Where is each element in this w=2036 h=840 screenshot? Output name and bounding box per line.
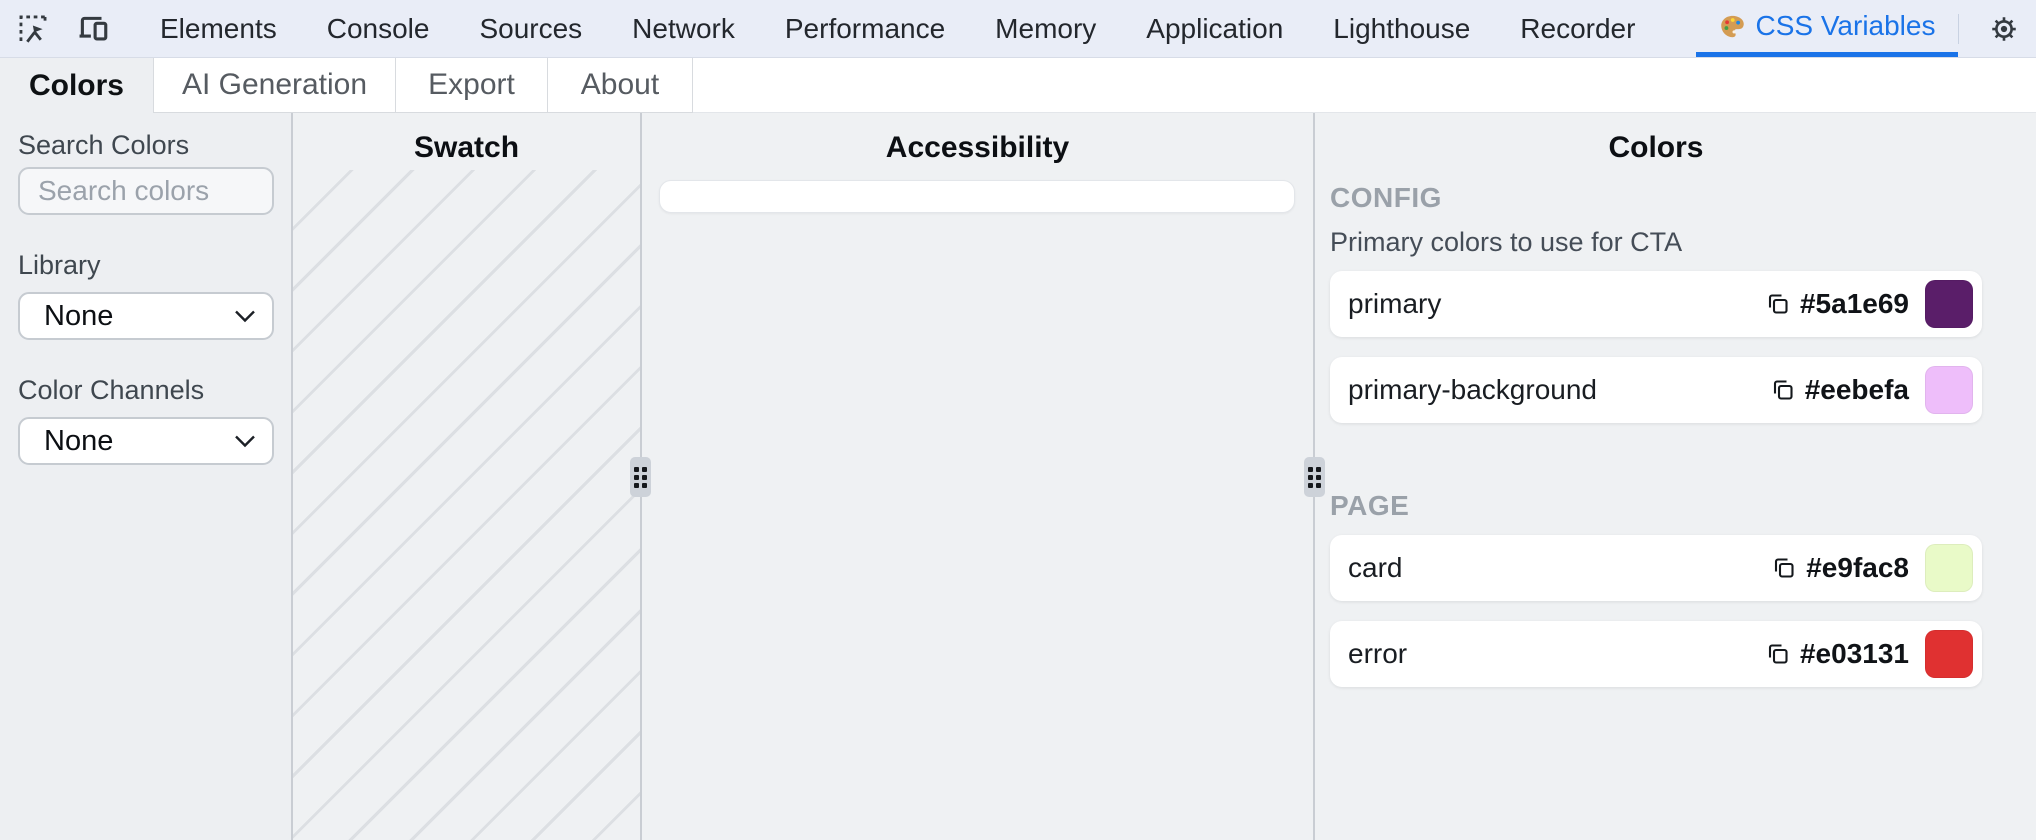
color-swatch[interactable]: [1925, 544, 1973, 592]
accessibility-pane-title: Accessibility: [885, 131, 1070, 164]
color-swatch[interactable]: [1925, 366, 1973, 414]
copy-icon[interactable]: [1766, 641, 1790, 667]
search-input[interactable]: [18, 167, 274, 215]
subtab-ai-generation[interactable]: AI Generation: [154, 58, 396, 113]
devtools-toolbar: Elements Console Sources Network Perform…: [0, 0, 2036, 58]
palette-icon: [1719, 13, 1746, 40]
section-description: Primary colors to use for CTA: [1330, 227, 1683, 257]
swatch-pane-title: Swatch: [413, 131, 520, 164]
tab-network[interactable]: Network: [632, 12, 735, 44]
tab-application[interactable]: Application: [1146, 12, 1284, 44]
section-heading-page: PAGE: [1330, 490, 1410, 521]
tab-memory[interactable]: Memory: [995, 12, 1097, 44]
accessibility-pane: Accessibility: [642, 113, 1313, 840]
tab-lighthouse[interactable]: Lighthouse: [1333, 12, 1471, 44]
copy-icon[interactable]: [1772, 555, 1796, 581]
device-toolbar-icon[interactable]: [74, 10, 112, 48]
color-hex-value: #5a1e69: [1799, 288, 1909, 319]
color-name: primary: [1348, 288, 1442, 319]
subtab-export[interactable]: Export: [396, 58, 548, 113]
tab-css-variables[interactable]: CSS Variables: [1696, 0, 1959, 57]
toolbar-separator: [1958, 13, 1960, 44]
color-row-card: card #e9fac8: [1330, 535, 1982, 601]
swatch-empty-area: [293, 170, 640, 840]
tab-sources[interactable]: Sources: [479, 12, 583, 44]
colors-pane: Colors CONFIG Primary colors to use for …: [1315, 113, 2036, 840]
color-swatch[interactable]: [1925, 280, 1973, 328]
tab-elements[interactable]: Elements: [160, 12, 277, 44]
extension-subtab-bar: Colors AI Generation Export About: [0, 58, 2036, 113]
color-row-error: error #e03131: [1330, 621, 1982, 687]
color-channels-label: Color Channels: [18, 375, 205, 405]
color-channels-select[interactable]: None: [18, 417, 274, 465]
pane-resize-handle[interactable]: [630, 457, 651, 497]
library-select-value: None: [44, 299, 114, 332]
color-channels-select-value: None: [44, 424, 114, 457]
accessibility-contrast-bar: [659, 180, 1295, 213]
library-label: Library: [18, 250, 101, 280]
color-row-primary: primary #5a1e69: [1330, 271, 1982, 337]
active-tab-label: CSS Variables: [1755, 10, 1936, 41]
tab-performance[interactable]: Performance: [784, 12, 946, 44]
gear-icon[interactable]: [1985, 10, 2023, 48]
subtab-colors[interactable]: Colors: [0, 58, 154, 113]
color-hex-value: #e9fac8: [1806, 552, 1909, 583]
color-row-primary-background: primary-background #eebefa: [1330, 357, 1982, 423]
chevron-down-icon: [235, 435, 255, 448]
swatch-pane: Swatch: [293, 113, 640, 840]
chevron-down-icon: [235, 310, 255, 323]
tab-recorder[interactable]: Recorder: [1520, 12, 1636, 44]
library-select[interactable]: None: [18, 292, 274, 340]
subtab-about[interactable]: About: [548, 58, 693, 113]
search-colors-label: Search Colors: [18, 130, 190, 160]
pane-resize-handle[interactable]: [1304, 457, 1325, 497]
inspect-cursor-icon[interactable]: [14, 10, 52, 48]
color-name: primary-background: [1348, 374, 1597, 405]
section-heading-config: CONFIG: [1330, 182, 1442, 213]
color-name: card: [1348, 552, 1403, 583]
tab-console[interactable]: Console: [326, 12, 430, 44]
copy-icon[interactable]: [1771, 377, 1795, 403]
color-swatch[interactable]: [1925, 630, 1973, 678]
devtools-tabs: Elements Console Sources Network Perform…: [135, 0, 1959, 57]
copy-icon[interactable]: [1766, 291, 1790, 317]
subtab-bar-filler: [693, 58, 2036, 113]
color-name: error: [1348, 638, 1408, 669]
pane-divider: [291, 113, 293, 840]
color-hex-value: #e03131: [1799, 638, 1909, 669]
filters-sidebar: Search Colors Library None Color Channel…: [0, 113, 291, 840]
color-hex-value: #eebefa: [1804, 374, 1909, 405]
colors-pane-title: Colors: [1608, 131, 1704, 164]
main-content: Search Colors Library None Color Channel…: [0, 113, 2036, 840]
